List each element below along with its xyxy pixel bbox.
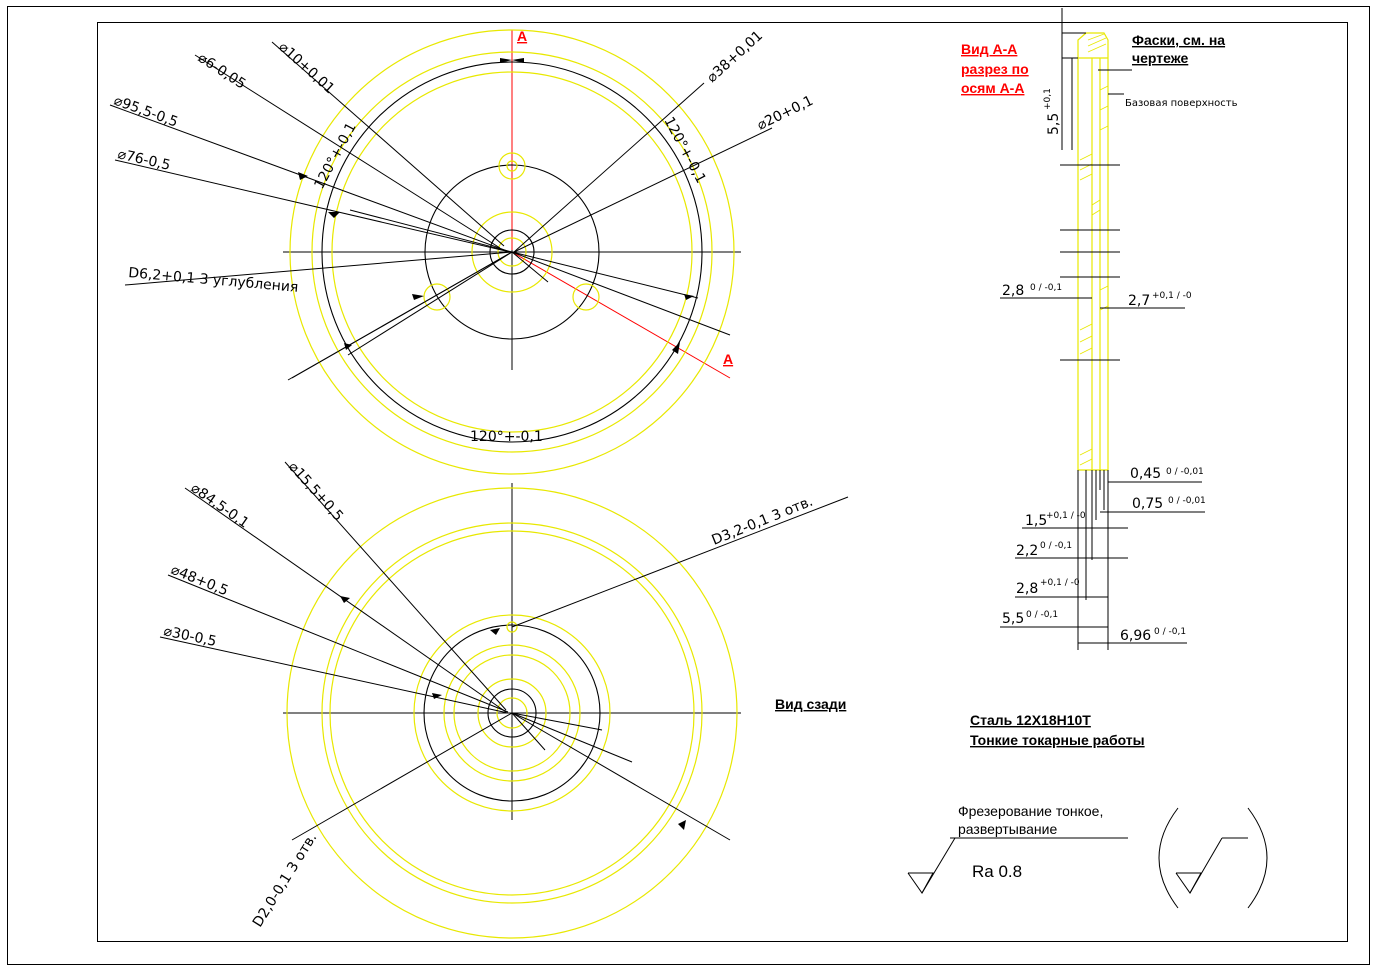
base-surface-label: Базовая поверхность (1125, 98, 1238, 109)
dim-d76: ⌀76-0,5 (116, 146, 172, 174)
dim-696: 6,96 (1120, 628, 1151, 644)
dim-angle-right: 120°+-0,1 (660, 114, 708, 186)
dim-h55-tol: +0,1 (1043, 88, 1053, 110)
finish-line1: Фрезерование тонкое, (958, 803, 1103, 819)
section-mark-bottom: A (723, 351, 733, 367)
section-title-line2: разрез по (961, 61, 1029, 77)
dim-045-tol: 0 / -0,01 (1166, 467, 1204, 477)
dim-075: 0,75 (1132, 496, 1163, 512)
back-view: ⌀15,5+0,5 ⌀84,5-0,1 ⌀48+0,5 ⌀30-0,5 D3,2… (159, 459, 849, 939)
dim-55b-tol: 0 / -0,1 (1026, 610, 1058, 620)
dim-angle-bottom: 120°+-0,1 (470, 429, 543, 445)
dim-28: 2,8 (1002, 283, 1024, 299)
dim-recess: D6,2+0,1 3 углубления (128, 265, 299, 296)
dim-28b-tol: +0,1 / -0 (1040, 578, 1080, 588)
front-view: ⌀6-0,05 ⌀10+0,01 ⌀95,5-0,5 ⌀76-0,5 120°+… (109, 28, 816, 475)
general-roughness-symbol-icon (1158, 807, 1268, 909)
dim-d30: ⌀30-0,5 (162, 623, 218, 650)
section-title-line1: Вид А-А (961, 41, 1017, 57)
dim-045: 0,45 (1130, 466, 1161, 482)
chamfer-note-line1: Фаски, см. на (1132, 32, 1225, 48)
dim-d84: ⌀84,5-0,1 (188, 480, 252, 531)
dim-28-tol: 0 / -0,1 (1030, 283, 1062, 293)
section-title-line3: осям А-А (961, 80, 1024, 96)
dim-22: 2,2 (1016, 543, 1038, 559)
chamfer-note-line2: чертеже (1132, 50, 1188, 66)
dim-d15: ⌀15,5+0,5 (285, 459, 346, 524)
dim-d6: ⌀6-0,05 (195, 50, 249, 93)
dim-27-tol: +0,1 / -0 (1152, 291, 1192, 301)
finish-line2: развертывание (958, 821, 1057, 837)
material-line2: Тонкие токарные работы (970, 732, 1145, 748)
dim-28b: 2,8 (1016, 581, 1038, 597)
dim-27: 2,7 (1128, 293, 1150, 309)
dim-696-tol: 0 / -0,1 (1154, 627, 1186, 637)
dim-075-tol: 0 / -0,01 (1168, 496, 1206, 506)
dim-d95: ⌀95,5-0,5 (112, 93, 180, 131)
dim-15-tol: +0,1 / -0 (1046, 511, 1086, 521)
dim-holes20: D2,0-0,1 3 отв. (250, 830, 321, 930)
dim-55b: 5,5 (1002, 611, 1024, 627)
dim-d10: ⌀10+0,01 (275, 39, 337, 97)
inner-frame (97, 22, 1348, 942)
section-mark-top: A (517, 28, 527, 44)
back-view-title: Вид сзади (775, 696, 846, 712)
roughness-value: Ra 0.8 (972, 862, 1022, 881)
roughness-symbol-icon (907, 837, 956, 894)
dim-22-tol: 0 / -0,1 (1040, 541, 1072, 551)
dim-15: 1,5 (1025, 513, 1047, 529)
dim-d38: ⌀38+0,01 (704, 28, 766, 86)
material-line1: Сталь 12Х18Н10Т (970, 712, 1091, 728)
dim-d48: ⌀48+0,5 (169, 562, 231, 599)
dim-d20: ⌀20+0,1 (755, 93, 816, 134)
dim-h55: 5,5 (1046, 113, 1062, 135)
section-view: 5,5 +0,1 2,8 0 / -0,1 2,7 +0,1 / -0 0,45… (1000, 8, 1206, 650)
outer-frame (7, 6, 1370, 965)
dim-holes32: D3,2-0,1 3 отв. (710, 494, 816, 549)
